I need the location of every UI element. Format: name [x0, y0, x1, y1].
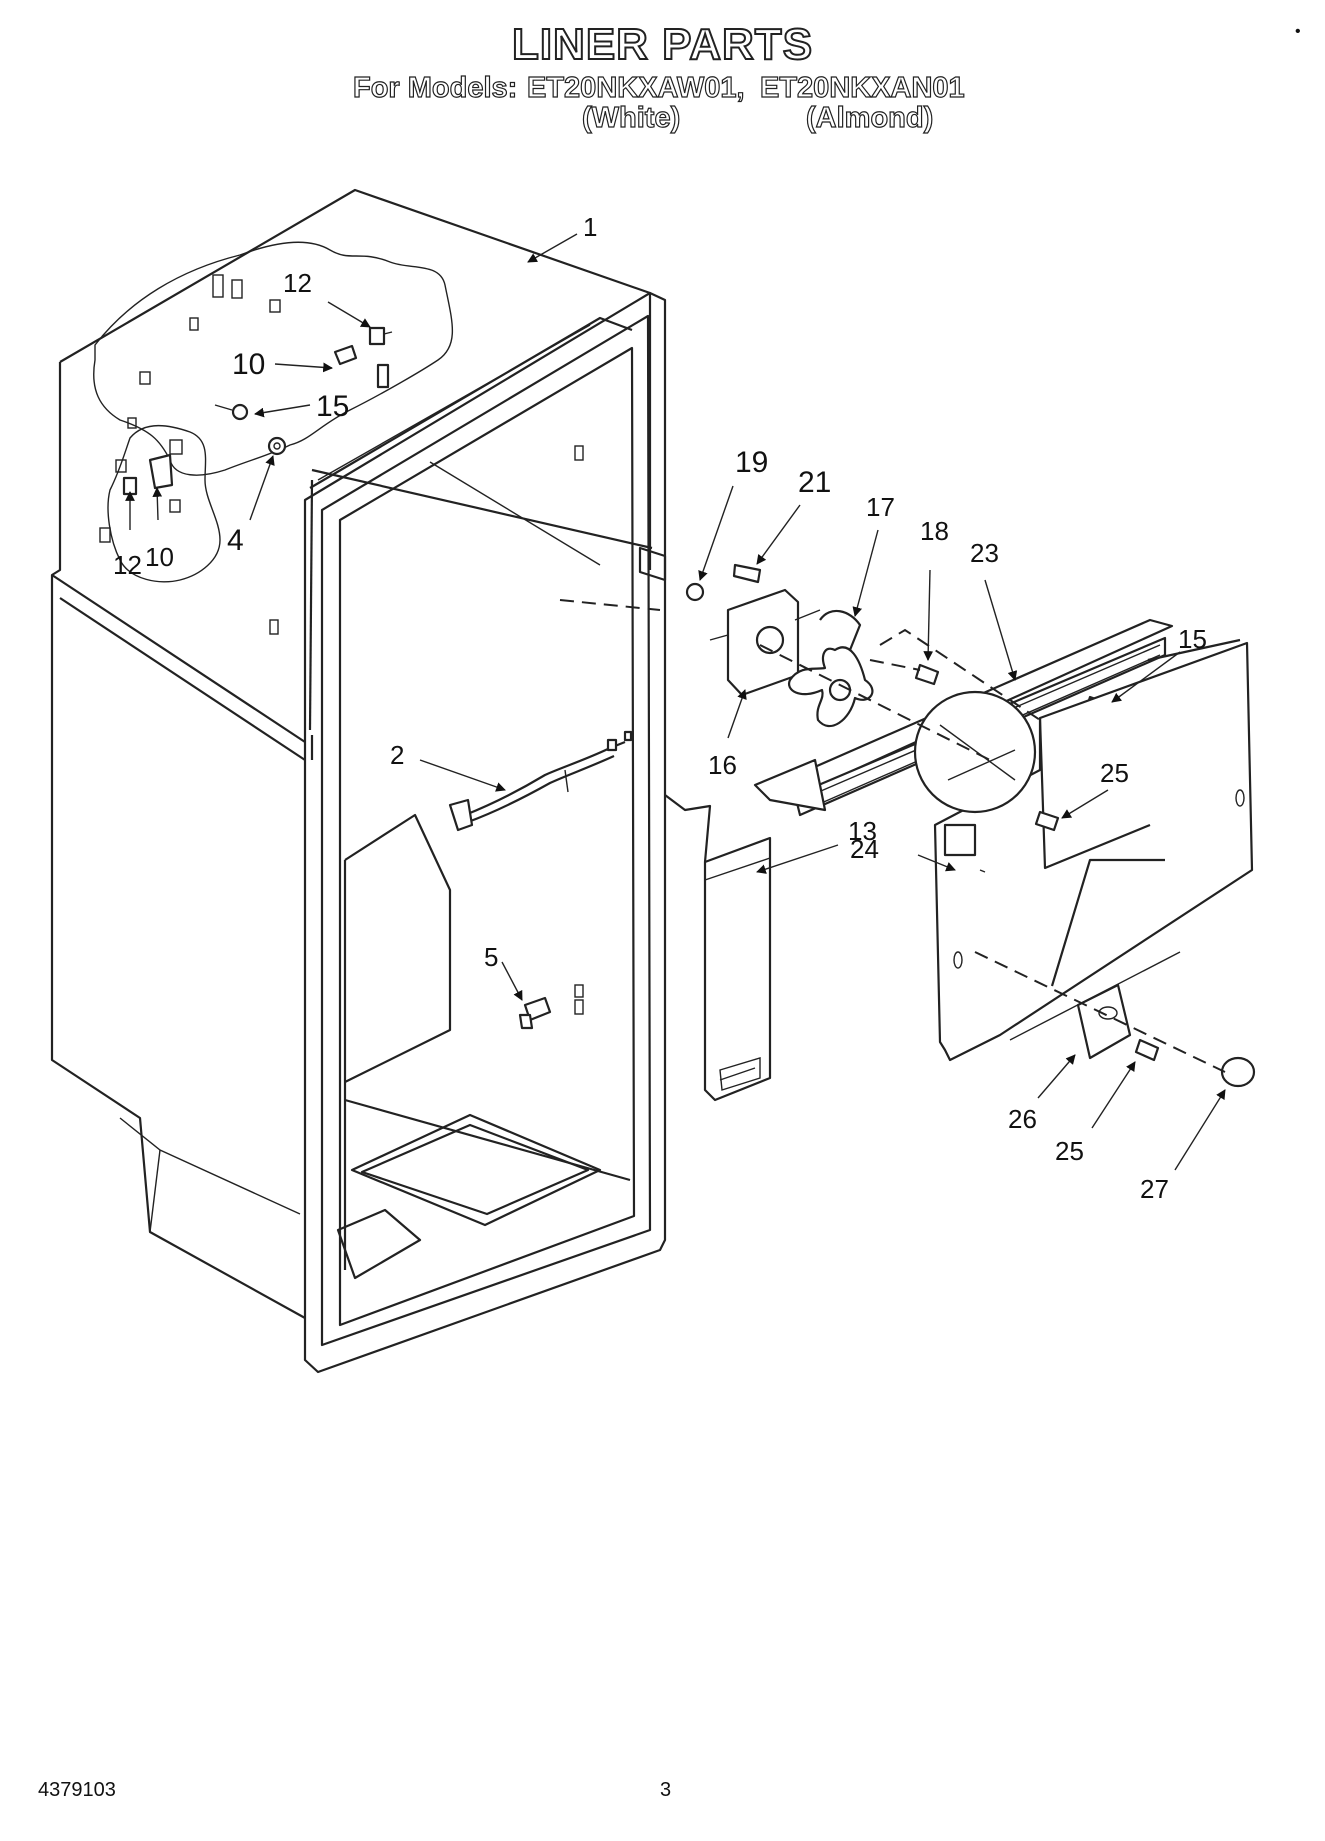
callout-labels: 1 12 10 15 4 12 10 2 5 13 19 21 17 18 23…: [113, 212, 1207, 1204]
part-24-rear-panel: [913, 638, 1254, 1062]
corner-mark: •: [1295, 23, 1301, 40]
page-title: LINER PARTS: [511, 19, 814, 70]
callout-25-lower: 25: [1055, 1136, 1084, 1166]
part-10-bracket-upper: [333, 344, 390, 389]
callout-27: 27: [1140, 1174, 1169, 1204]
callout-16: 16: [708, 750, 737, 780]
callout-10-lower: 10: [145, 542, 174, 572]
callout-15-right: 15: [1178, 624, 1207, 654]
callout-15-upper: 15: [316, 390, 349, 423]
color-white-label: (White): [581, 101, 681, 134]
part-2-wire-harness: [448, 730, 633, 832]
part-18-screw: [914, 663, 940, 686]
part-25-screw-upper: [1034, 810, 1060, 832]
callout-23: 23: [970, 538, 999, 568]
callout-12-upper: 12: [283, 268, 312, 298]
callout-1: 1: [583, 212, 597, 242]
part-13-air-duct: [664, 794, 772, 1102]
part-15-screw-upper: [214, 403, 249, 421]
callout-4: 4: [227, 524, 244, 557]
callout-21: 21: [798, 466, 831, 499]
part-17-fan-blade: [787, 609, 874, 727]
part-12-clip-lower: [122, 476, 138, 496]
part-5-lamp-socket: [518, 984, 584, 1030]
breakaway-cutout: [93, 241, 454, 583]
part-25-screw-lower: [1134, 1038, 1160, 1062]
callout-17: 17: [866, 492, 895, 522]
callout-26: 26: [1008, 1104, 1037, 1134]
part-12-clip-upper: [368, 326, 393, 346]
callout-leaders: [125, 233, 1226, 1171]
part-10-bracket-lower: [148, 453, 174, 490]
color-almond-label: (Almond): [805, 101, 934, 134]
models-prefix: For Models:: [352, 71, 518, 104]
callout-25-upper: 25: [1100, 758, 1129, 788]
callout-12-lower: 12: [113, 550, 142, 580]
part-19-washer: [685, 582, 705, 602]
callout-24: 24: [850, 834, 879, 864]
callout-19: 19: [735, 446, 768, 479]
part-4-grommet: [267, 436, 287, 456]
callout-18: 18: [920, 516, 949, 546]
part-26-cover-plate: [1076, 983, 1132, 1060]
callout-5: 5: [484, 942, 498, 972]
model-number-white: ET20NKXAW01,: [526, 71, 745, 104]
callout-10-upper: 10: [232, 348, 265, 381]
part-27-plug: [1220, 1056, 1256, 1088]
model-number-almond: ET20NKXAN01: [759, 71, 965, 104]
document-number: 4379103: [38, 1779, 116, 1801]
callout-13: 13: [848, 816, 877, 846]
liner-cabinet: [50, 188, 667, 1374]
part-21-screw: [732, 563, 762, 584]
page-number: 3: [660, 1779, 672, 1801]
callout-2: 2: [390, 740, 404, 770]
